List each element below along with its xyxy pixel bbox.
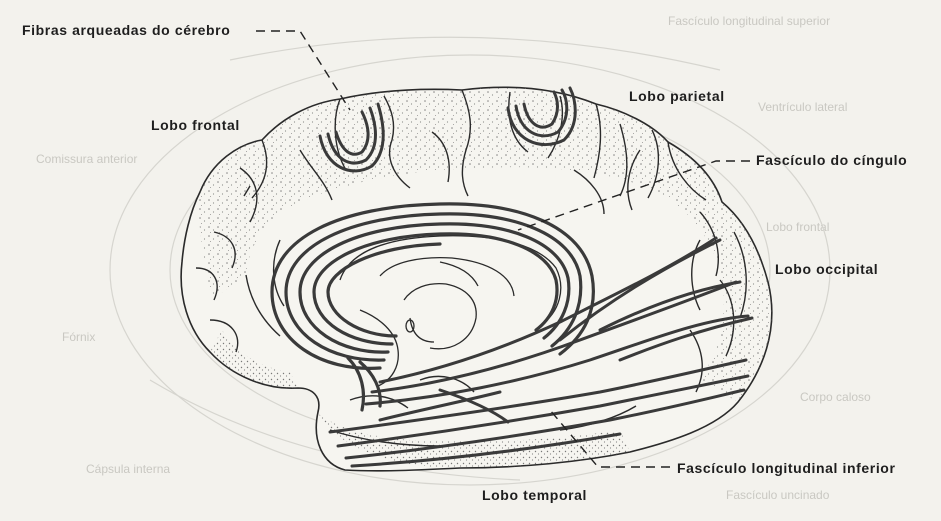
label-temporal-lobe: Lobo temporal — [482, 487, 588, 503]
ghost-text: Corpo caloso — [800, 390, 871, 404]
label-inferior-longitudinal: Fascículo longitudinal inferior — [677, 460, 896, 476]
label-parietal-lobe: Lobo parietal — [629, 88, 725, 104]
ghost-text: Fascículo longitudinal superior — [668, 14, 831, 28]
cortex-stipple — [198, 87, 772, 468]
label-frontal-lobe: Lobo frontal — [151, 117, 240, 133]
gyri-lines — [195, 89, 747, 447]
inferior-longitudinal-fibers — [328, 236, 754, 468]
ghost-text: Cápsula interna — [86, 462, 171, 476]
ghost-text: Fórnix — [62, 330, 96, 344]
leader-lines — [256, 30, 750, 468]
arcuate-fibers — [318, 86, 577, 173]
ghost-text: Comissura anterior — [36, 152, 138, 166]
ghost-text: Ventrículo lateral — [758, 100, 848, 114]
label-arcuate-fibers: Fibras arqueadas do cérebro — [22, 22, 231, 38]
cingulum-fibers — [270, 202, 595, 412]
label-occipital-lobe: Lobo occipital — [775, 261, 879, 277]
ghost-text: Fascículo uncinado — [726, 488, 830, 502]
ghost-text: Lobo frontal — [766, 220, 830, 234]
label-cingulum: Fascículo do cíngulo — [756, 152, 908, 168]
